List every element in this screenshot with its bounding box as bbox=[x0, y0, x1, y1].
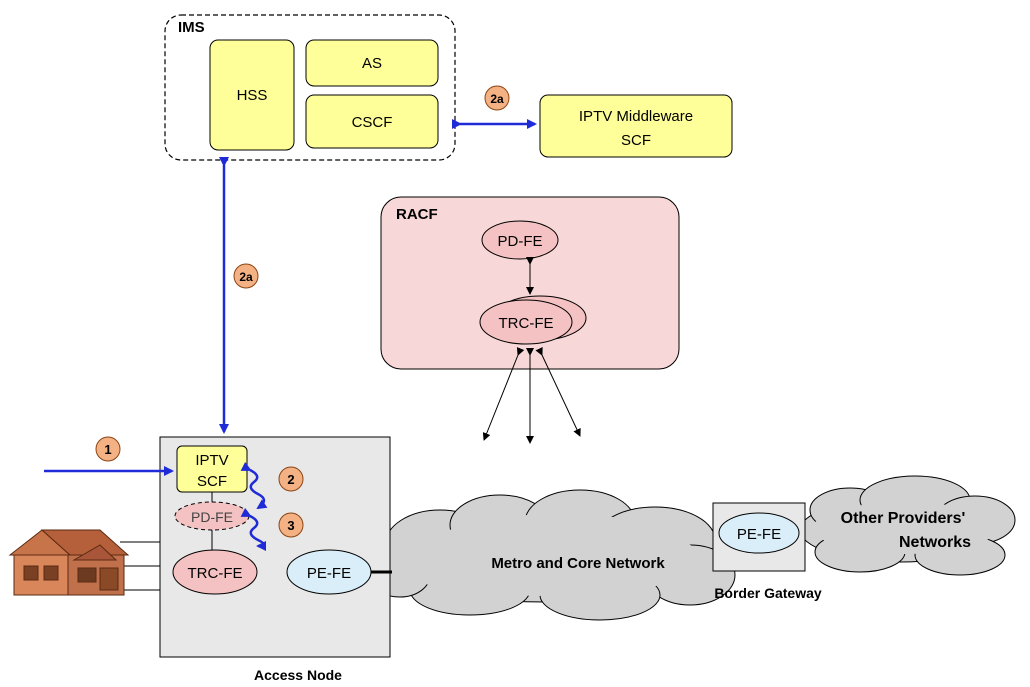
cscf-label: CSCF bbox=[352, 114, 393, 131]
iptv-middleware-box bbox=[539, 94, 733, 158]
racf-pd-fe-label: PD-FE bbox=[498, 233, 543, 250]
hss-box bbox=[209, 39, 295, 151]
flow-2-arrow bbox=[240, 461, 268, 510]
border-gateway: PE-FE Border Gateway bbox=[712, 502, 822, 601]
as-box bbox=[305, 39, 439, 87]
subscriber-lines bbox=[120, 541, 160, 591]
other-providers-cloud-fill bbox=[813, 502, 997, 554]
border-gateway-label: Border Gateway bbox=[714, 585, 822, 601]
iptv-middleware-line1: IPTV Middleware bbox=[579, 108, 693, 125]
svg-text:2a: 2a bbox=[239, 270, 253, 284]
border-pe-fe-label: PE-FE bbox=[737, 526, 781, 543]
other-providers-line1: Other Providers' bbox=[841, 510, 966, 527]
access-pd-fe-label: PD-FE bbox=[191, 509, 233, 525]
as-label: AS bbox=[362, 55, 382, 72]
iptv-middleware-line2: SCF bbox=[621, 132, 651, 149]
racf-fanout-arrows bbox=[482, 346, 581, 444]
badge-2a-side: 2a bbox=[233, 263, 259, 289]
svg-text:2: 2 bbox=[287, 472, 294, 487]
iptv-scf-line2: SCF bbox=[197, 473, 227, 490]
access-node-label: Access Node bbox=[254, 667, 342, 683]
other-providers-line2: Networks bbox=[899, 534, 971, 551]
access-pe-fe-label: PE-FE bbox=[307, 565, 351, 582]
border-pe-fe-oval bbox=[718, 512, 800, 554]
racf-title: RACF bbox=[396, 206, 438, 223]
badge-3: 3 bbox=[278, 512, 304, 538]
badge-2: 2 bbox=[278, 466, 304, 492]
house-icon bbox=[8, 529, 130, 596]
hss-label: HSS bbox=[237, 87, 268, 104]
access-trc-fe-oval bbox=[172, 549, 258, 595]
badge-1: 1 bbox=[95, 436, 121, 462]
racf-trc-fe-oval bbox=[479, 299, 573, 345]
metro-core-cloud-fill-2 bbox=[430, 514, 690, 582]
svg-text:2a: 2a bbox=[490, 92, 504, 106]
ims-block: IMS HSS AS CSCF bbox=[164, 14, 456, 161]
metro-core-label: Metro and Core Network bbox=[491, 555, 665, 572]
access-trc-fe-label: TRC-FE bbox=[188, 565, 243, 582]
racf-block: RACF PD-FE TRC-FE bbox=[380, 196, 680, 370]
ims-title: IMS bbox=[178, 19, 205, 36]
badge-2a-top: 2a bbox=[484, 85, 510, 111]
svg-text:1: 1 bbox=[104, 442, 111, 457]
svg-text:3: 3 bbox=[287, 518, 294, 533]
flow-3-arrow bbox=[240, 507, 267, 551]
iptv-middleware-block: IPTV Middleware SCF bbox=[539, 94, 733, 158]
cscf-box bbox=[305, 94, 439, 149]
iptv-scf-line1: IPTV bbox=[195, 452, 228, 469]
racf-trc-fe-label: TRC-FE bbox=[499, 315, 554, 332]
access-node: Access Node IPTV SCF PD-FE TRC-FE PE-FE bbox=[159, 436, 391, 683]
racf-pd-fe-oval bbox=[481, 220, 559, 260]
